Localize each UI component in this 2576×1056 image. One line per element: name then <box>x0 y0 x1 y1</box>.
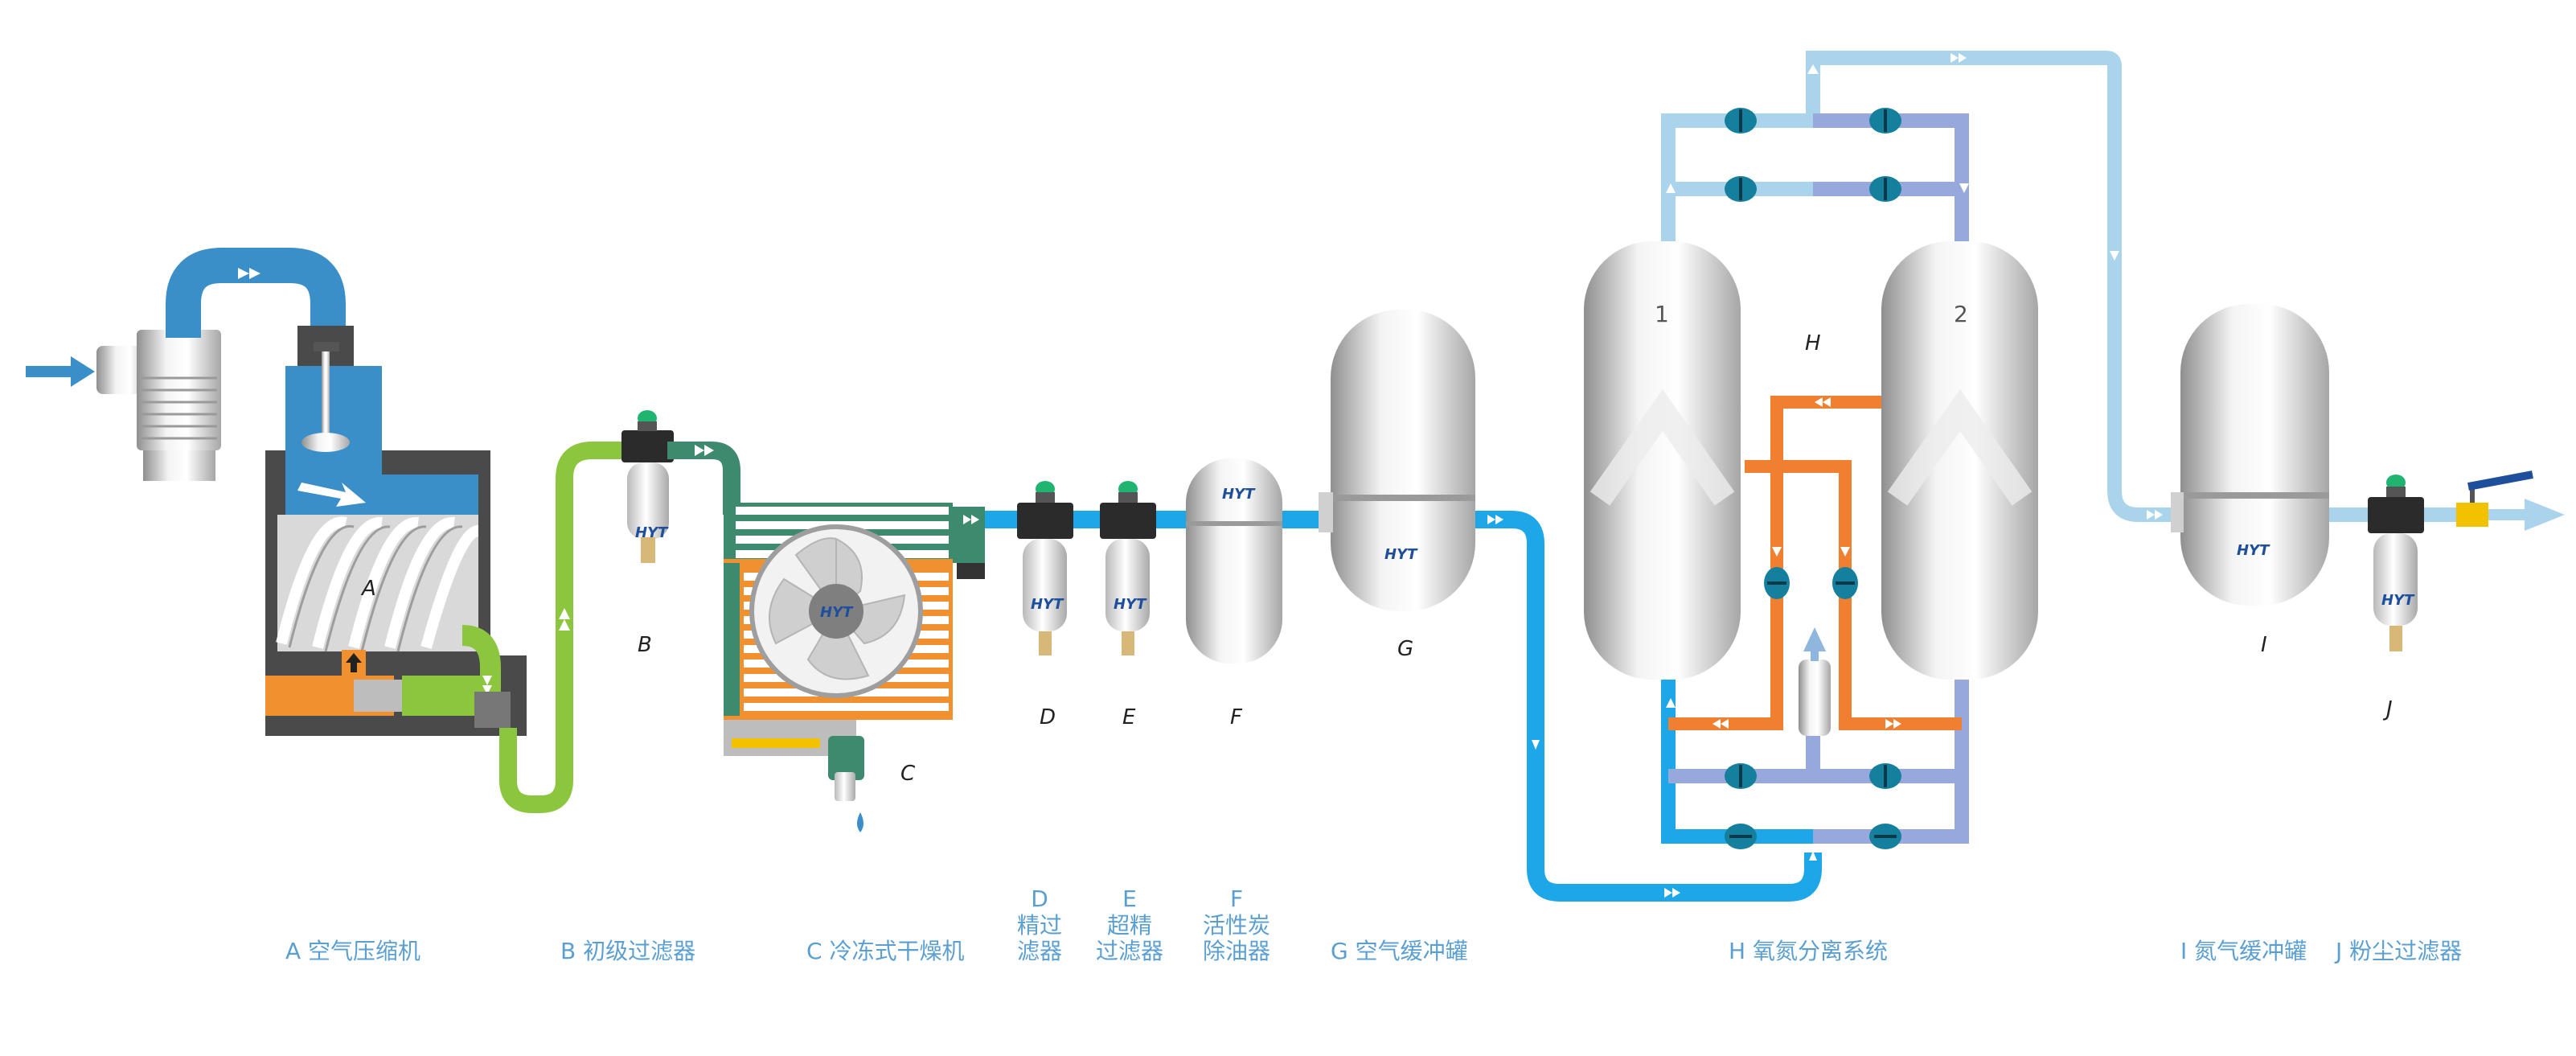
flow-arrow-icon <box>695 445 714 456</box>
precision-filter: HYT <box>1017 481 1073 655</box>
svg-text:过滤器: 过滤器 <box>1096 938 1163 964</box>
label-b: B <box>638 633 652 657</box>
svg-text:D: D <box>1031 885 1048 912</box>
label-h: H <box>1805 331 1821 355</box>
label-a: A <box>360 577 376 601</box>
activated-carbon-oil-remover: HYT <box>1186 458 1282 664</box>
flow-arrow-icon <box>238 268 260 279</box>
label-j: J <box>2382 697 2393 721</box>
svg-text:HYT: HYT <box>820 604 854 621</box>
label-c: C <box>900 762 916 786</box>
label-i: I <box>2261 633 2267 657</box>
label-g: G <box>1397 637 1413 661</box>
svg-text:除油器: 除油器 <box>1203 938 1270 964</box>
ultra-precision-filter: HYT <box>1100 481 1156 655</box>
caption-j: J 粉尘过滤器 <box>2334 938 2462 964</box>
svg-text:HYT: HYT <box>1222 486 1256 503</box>
caption-f: F 活性炭 除油器 <box>1203 885 1270 964</box>
svg-text:HYT: HYT <box>1384 546 1418 563</box>
caption-i: I 氮气缓冲罐 <box>2180 938 2307 964</box>
svg-text:F: F <box>1230 885 1243 912</box>
svg-text:超精: 超精 <box>1107 912 1152 939</box>
refrigerated-dryer: HYT <box>724 503 985 832</box>
svg-text:滤器: 滤器 <box>1017 938 1062 964</box>
svg-text:HYT: HYT <box>1114 596 1147 613</box>
screw-rotors <box>276 515 480 652</box>
outlet-arrow-icon <box>2488 499 2565 531</box>
intake-filter <box>96 330 221 481</box>
svg-text:E: E <box>1122 885 1137 912</box>
intake-duct <box>166 248 346 338</box>
svg-text:活性炭: 活性炭 <box>1203 912 1270 939</box>
adsorption-tower-1 <box>1584 241 1741 680</box>
adsorption-tower-2 <box>1881 241 2038 680</box>
caption-h: H 氧氮分离系统 <box>1729 938 1888 964</box>
separation-system: 1 2 <box>1584 51 2171 844</box>
svg-text:精过: 精过 <box>1017 912 1062 939</box>
svg-text:HYT: HYT <box>2237 542 2270 559</box>
flow-arrow-icon <box>963 515 979 524</box>
svg-text:HYT: HYT <box>2381 592 2415 609</box>
svg-text:HYT: HYT <box>1031 596 1064 613</box>
nitrogen-buffer-tank: HYT <box>2147 304 2380 606</box>
label-d: D <box>1040 705 1056 729</box>
svg-text:HYT: HYT <box>635 524 669 541</box>
svg-text:1: 1 <box>1655 301 1669 327</box>
air-direction-icon <box>297 483 366 507</box>
svg-text:2: 2 <box>1954 301 1968 327</box>
pipe-buffer-to-separation <box>1475 511 1822 902</box>
caption-c: C 冷冻式干燥机 <box>806 938 964 964</box>
air-buffer-tank: HYT <box>1319 310 1475 611</box>
pipe-filter-to-dryer <box>667 442 740 515</box>
flow-arrow-icon <box>559 608 570 631</box>
pipe-compressor-to-filter <box>499 442 627 813</box>
caption-d: D 精过 滤器 <box>1017 885 1062 964</box>
caption-e: E 超精 过滤器 <box>1096 885 1163 964</box>
caption-g: G 空气缓冲罐 <box>1331 938 1468 964</box>
primary-filter: HYT <box>621 410 674 563</box>
intake-arrow-icon <box>26 356 95 387</box>
air-compressor <box>26 248 527 736</box>
dust-filter: HYT <box>2368 470 2533 651</box>
flow-arrow-icon <box>1487 515 1817 898</box>
label-e: E <box>1122 705 1136 729</box>
caption-a: A 空气压缩机 <box>285 938 420 964</box>
caption-b: B 初级过滤器 <box>560 938 695 964</box>
label-f: F <box>1230 705 1243 729</box>
valve-icon <box>1725 108 1901 849</box>
